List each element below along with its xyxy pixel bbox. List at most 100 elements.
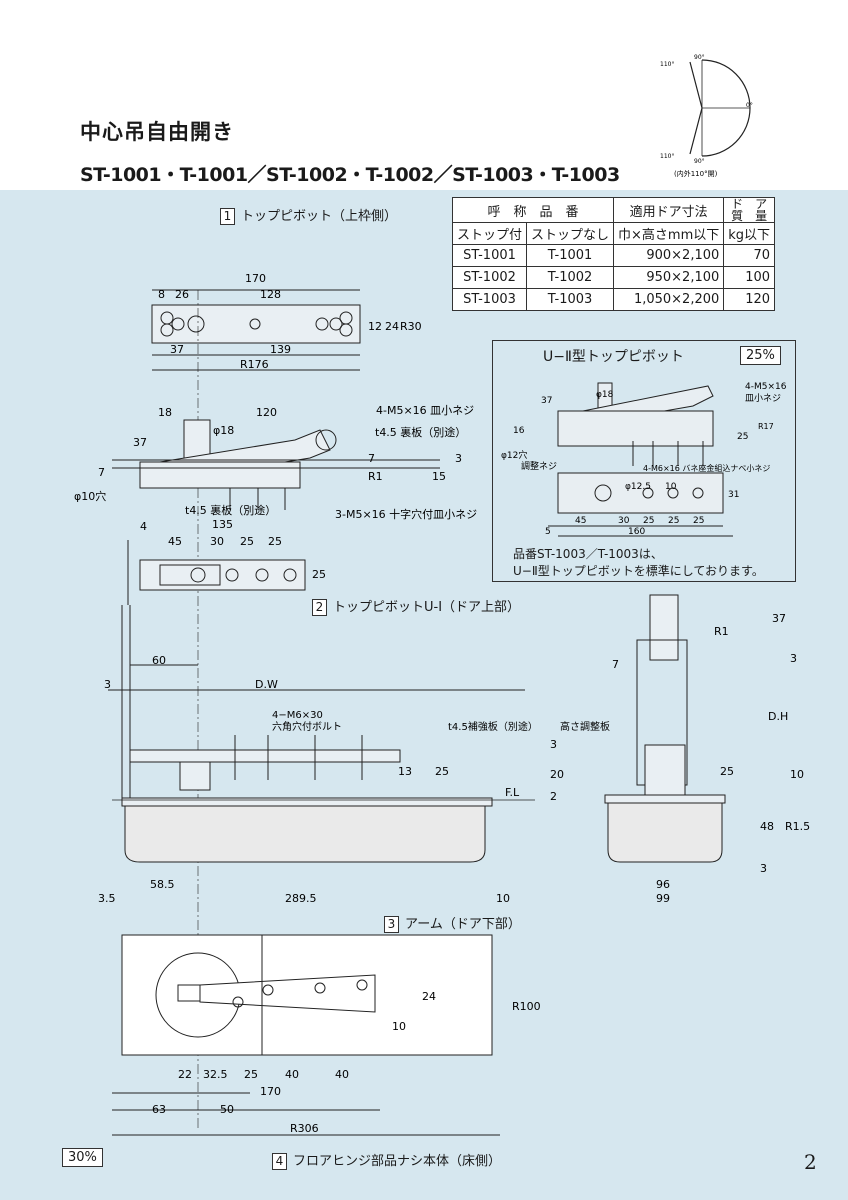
dim-25-arm: 25 xyxy=(244,1068,258,1081)
section-2-text: トップピボットU-Ⅰ（ドア上部） xyxy=(333,600,521,615)
dim-30: 30 xyxy=(210,535,224,548)
dim-7: 7 xyxy=(98,466,105,479)
subheader-weight-unit: kg以下 xyxy=(723,222,776,245)
inset-d25a: 25 xyxy=(643,516,654,526)
table-subheader-row: ストップ付 ストップなし 巾×高さmm以下 kg以下 xyxy=(451,222,776,245)
inset-scale-badge: 25% xyxy=(740,346,781,365)
subheader-size-unit: 巾×高さmm以下 xyxy=(613,222,725,245)
dim-25a: 25 xyxy=(240,535,254,548)
dim-18: 18 xyxy=(158,406,172,419)
cell-size: 900×2,100 xyxy=(613,244,725,267)
dim-128: 128 xyxy=(260,288,281,301)
dim-r30: R30 xyxy=(400,320,422,333)
dim-25-body: 25 xyxy=(435,765,449,778)
hinge-spindle xyxy=(179,761,211,791)
section-3-label: 3 アーム（ドア下部） xyxy=(384,913,521,933)
label-bolts: 4−M6×30 xyxy=(272,710,323,721)
dim-10-body: 10 xyxy=(496,892,510,905)
floor-cover-plate xyxy=(121,797,493,807)
dim-3-body: 3 xyxy=(104,678,111,691)
inset-d160: 160 xyxy=(628,527,645,537)
header-door: ド ア xyxy=(731,197,768,211)
cell-weight: 120 xyxy=(723,288,776,311)
dim-120: 120 xyxy=(256,406,277,419)
inset-r17: R17 xyxy=(758,422,774,431)
inset-u2-pivot: U−Ⅱ型トップピボット 25% 4-M5×16 皿小ネジ φ18 φ12穴 調整… xyxy=(492,340,796,582)
inset-adjust: 調整ネジ xyxy=(521,460,557,472)
dim-32-5: 32.5 xyxy=(203,1068,228,1081)
cell-weight: 100 xyxy=(723,266,776,289)
dim-60: 60 xyxy=(152,654,166,667)
right-pivot-pin xyxy=(649,594,679,641)
floor-hinge-body xyxy=(124,805,486,863)
inset-screws-type: 皿小ネジ xyxy=(745,393,781,404)
dim-20: 20 xyxy=(550,768,564,781)
dim-24: 24 xyxy=(385,320,399,333)
right-adjust-plate xyxy=(644,744,686,796)
inset-d16: 16 xyxy=(513,426,525,436)
cell-size: 1,050×2,200 xyxy=(613,288,725,311)
dim-r306: R306 xyxy=(290,1122,319,1135)
angle-top-left-label: 110° xyxy=(660,61,674,68)
label-screws-bottom: 3-M5×16 十字穴付皿小ネジ xyxy=(335,507,477,521)
dim-7-right: 7 xyxy=(612,658,619,671)
label-plate-top: t4.5 裏板（別途） xyxy=(375,425,466,439)
dim-3b-right: 3 xyxy=(550,738,557,751)
page-title: 中心吊自由開き xyxy=(80,120,234,144)
dim-13: 13 xyxy=(398,765,412,778)
inset-m6: 4-M6×16 バネ座金組込ナベ小ネジ xyxy=(643,463,770,473)
dim-99: 99 xyxy=(656,892,670,905)
inset-d25: 25 xyxy=(737,432,748,442)
section-3-number: 3 xyxy=(384,916,399,933)
dim-r1-5: R1.5 xyxy=(785,820,810,833)
inset-drawing: 4-M5×16 皿小ネジ φ18 φ12穴 調整ネジ 4-M6×16 バネ座金組… xyxy=(501,382,787,537)
dim-170-arm: 170 xyxy=(260,1085,281,1098)
right-cover-plate xyxy=(604,794,726,804)
dim-96: 96 xyxy=(656,878,670,891)
dim-170: 170 xyxy=(245,272,266,285)
inset-note-line1: 品番ST-1003／T-1003は、 xyxy=(513,547,663,561)
label-screws-top: 4-M5×16 皿小ネジ xyxy=(376,404,474,417)
scale-badge: 30% xyxy=(62,1148,103,1167)
inset-d31: 31 xyxy=(728,490,739,500)
table-row: ST-1001 T-1001 900×2,100 70 xyxy=(451,244,776,267)
inset-pivot-hole xyxy=(594,484,612,502)
table-row: ST-1003 T-1003 1,050×2,200 120 xyxy=(451,288,776,311)
subheader-with-stop: ストップ付 xyxy=(451,222,528,245)
label-plate-bottom: t4.5 裏板（別途） xyxy=(185,503,276,517)
dim-37-side: 37 xyxy=(133,436,147,449)
right-body xyxy=(607,802,723,863)
dim-139: 139 xyxy=(270,343,291,356)
label-phi10: φ10穴 xyxy=(74,489,106,503)
inset-note-line2: U−Ⅱ型トップピボットを標準にしております。 xyxy=(513,564,764,578)
inset-note: 品番ST-1003／T-1003は、 U−Ⅱ型トップピボットを標準にしております… xyxy=(513,546,764,580)
section-2-number: 2 xyxy=(312,599,327,616)
dim-dw: D.W xyxy=(255,678,278,691)
dim-37-right: 37 xyxy=(772,612,786,625)
cell-with-stop: ST-1001 xyxy=(451,244,528,267)
inset-phi12: φ12穴 xyxy=(501,449,527,461)
inset-title: U−Ⅱ型トップピボット xyxy=(543,349,684,365)
inset-d5: 5 xyxy=(545,527,551,537)
dim-50: 50 xyxy=(220,1103,234,1116)
dim-58-5: 58.5 xyxy=(150,878,175,891)
inset-phi125: φ12.5 xyxy=(625,482,651,492)
angle-bottom-left-label: 110° xyxy=(660,153,674,160)
dim-10-right: 10 xyxy=(790,768,804,781)
dim-3c-right: 3 xyxy=(760,862,767,875)
cell-without-stop: T-1003 xyxy=(526,288,615,311)
inset-d45: 45 xyxy=(575,516,586,526)
dim-3-5: 3.5 xyxy=(98,892,116,905)
dim-2: 2 xyxy=(550,790,557,803)
label-bolts-type: 六角穴付ボルト xyxy=(272,720,342,733)
dim-63: 63 xyxy=(152,1103,166,1116)
dim-25c: 25 xyxy=(312,568,326,581)
section-3-text: アーム（ドア下部） xyxy=(405,917,521,932)
dim-40b: 40 xyxy=(335,1068,349,1081)
dim-r1: R1 xyxy=(368,470,383,483)
dim-10-arm: 10 xyxy=(392,1020,406,1033)
dim-3-right: 3 xyxy=(790,652,797,665)
